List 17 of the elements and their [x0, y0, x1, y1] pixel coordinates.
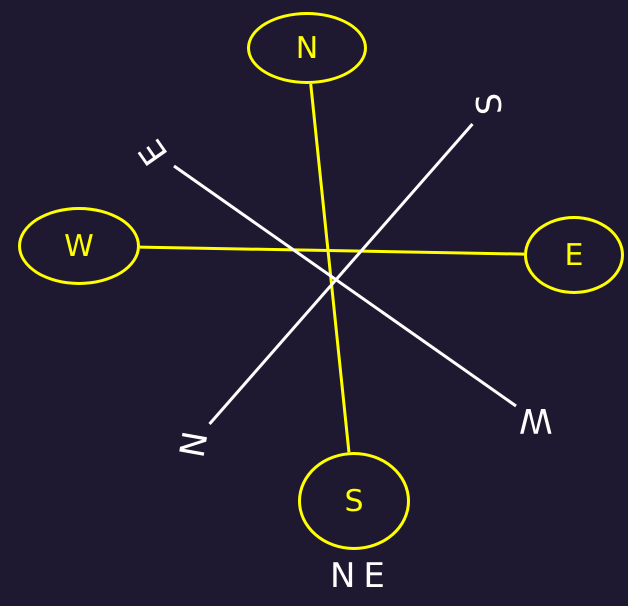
- circle-node: [18, 207, 140, 285]
- compass-letter: E: [134, 132, 174, 172]
- connector-line: [208, 123, 474, 425]
- circle-node: [524, 216, 624, 294]
- compass-letter: S: [470, 84, 510, 124]
- compass-letter: W: [516, 400, 556, 440]
- connector-line: [309, 84, 350, 452]
- connector-line: [140, 246, 524, 256]
- compass-letter: N: [296, 30, 318, 66]
- direction-label: NE: [330, 556, 393, 596]
- compass-letter: E: [564, 238, 584, 272]
- compass-letter: S: [344, 484, 364, 518]
- connector-line: [173, 164, 517, 408]
- circle-node: [298, 452, 410, 550]
- compass-letter: W: [64, 228, 94, 264]
- compass-letter: N: [172, 424, 212, 464]
- circle-node: [247, 12, 367, 84]
